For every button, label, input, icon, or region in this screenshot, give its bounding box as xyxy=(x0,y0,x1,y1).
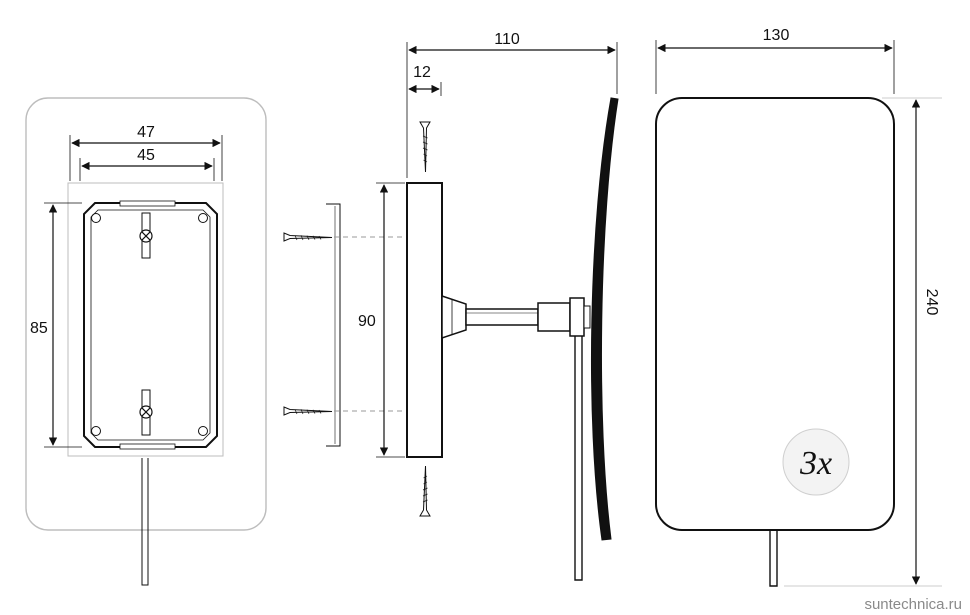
wall-outline xyxy=(25,97,267,531)
dim-mirror-width: 130 xyxy=(763,27,790,44)
wall-screw-top xyxy=(283,232,333,242)
magnification-label: 3x xyxy=(799,445,832,482)
wall-plate-view: 47 45 85 xyxy=(25,97,267,586)
watermark-text: suntechnica.ru xyxy=(864,596,962,613)
mirror-body xyxy=(655,97,895,531)
side-view: 110 12 90 xyxy=(283,31,619,581)
arm-joint xyxy=(537,302,571,332)
arm-cone xyxy=(441,294,467,340)
dim-mirror-height: 240 xyxy=(923,289,940,316)
corner-hole xyxy=(198,426,208,436)
dim-base-height: 90 xyxy=(358,313,376,330)
dim-base-depth: 12 xyxy=(413,64,431,81)
arm-tube xyxy=(465,308,539,326)
plate-bounding-box xyxy=(67,182,224,457)
screw-slot-bottom xyxy=(139,389,153,436)
screw-slot-top xyxy=(139,212,153,259)
screw-top-vertical xyxy=(419,121,431,173)
corner-hole xyxy=(91,213,101,223)
mirror-profile xyxy=(590,97,619,541)
wall-bracket xyxy=(326,203,341,447)
base-block xyxy=(406,182,443,458)
dim-arm-depth: 110 xyxy=(494,31,520,48)
corner-hole xyxy=(198,213,208,223)
mirror-front-view: 3x 130 240 xyxy=(655,27,942,587)
wall-screw-bottom xyxy=(283,406,333,416)
corner-hole xyxy=(91,426,101,436)
screw-bottom-vertical xyxy=(419,465,431,517)
dim-plate-inner-width: 45 xyxy=(137,147,155,164)
magnification-badge xyxy=(782,428,850,496)
power-cable xyxy=(141,458,149,586)
mirror-stem-front xyxy=(769,530,778,587)
dim-plate-outer-width: 47 xyxy=(137,124,155,141)
mounting-plate xyxy=(83,202,218,448)
dim-plate-height: 85 xyxy=(30,320,48,337)
mirror-stem xyxy=(574,336,583,581)
